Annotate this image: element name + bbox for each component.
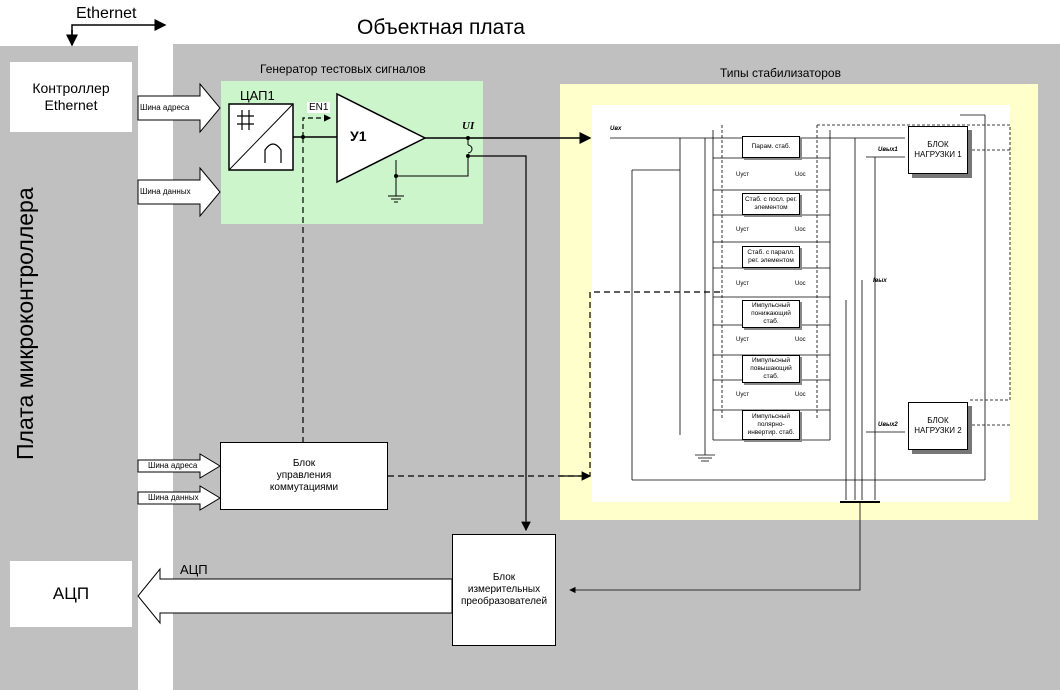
- bus-addr-bottom-arrow: [137, 453, 221, 479]
- bus-data-top-label: Шина данных: [140, 187, 191, 196]
- controller-ethernet-line2: Ethernet: [44, 97, 98, 113]
- u-fb-label-1: Uос: [795, 227, 806, 233]
- dac-label: ЦАП1: [240, 88, 275, 103]
- object-board-title: Объектная плата: [357, 16, 525, 39]
- u-set-label-2: Uуст: [736, 281, 750, 287]
- bus-addr-top-label: Шина адреса: [140, 103, 190, 112]
- bus-addr-bottom-label: Шина адреса: [148, 461, 198, 470]
- stab-item-0: Парам. стаб.: [742, 136, 800, 158]
- load1-line2: НАГРУЗКИ 1: [914, 150, 962, 159]
- u-set-label-1: Uуст: [736, 227, 750, 233]
- stab-item-4: Импульсный повышающий стаб.: [742, 355, 800, 383]
- u-fb-label-4: Uос: [795, 392, 806, 398]
- controller-ethernet-line1: Контроллер: [32, 80, 110, 96]
- stab-item-2: Стаб. с паралл. рег. элементом: [742, 246, 800, 268]
- switch-block-line3: коммутациями: [269, 482, 339, 493]
- amp-label: У1: [350, 128, 367, 144]
- load-block-1: БЛОК НАГРУЗКИ 1: [908, 126, 968, 174]
- u-set-label-3: Uуст: [736, 337, 750, 343]
- switch-block-line1: Блок: [292, 458, 316, 469]
- load2-line1: БЛОК: [927, 416, 949, 425]
- u-fb-label-0: Uос: [795, 172, 806, 178]
- u-fb-label-3: Uос: [795, 337, 806, 343]
- ethernet-arrow: [66, 19, 167, 47]
- en1-label: EN1: [307, 102, 331, 113]
- adc-box-label: АЦП: [52, 584, 90, 603]
- bus-data-bottom-label: Шина данных: [148, 493, 199, 502]
- switch-control-block: Блок управления коммутациями: [220, 442, 388, 510]
- u-set-label-0: Uуст: [736, 172, 750, 178]
- adc-output-arrow: [137, 567, 453, 625]
- u-fb-label-2: Uос: [795, 281, 806, 287]
- measure-block: Блок измерительных преобразователей: [452, 534, 556, 646]
- switch-block-line2: управления: [276, 470, 332, 481]
- generator-title: Генератор тестовых сигналов: [260, 62, 426, 76]
- measure-block-line1: Блок: [492, 572, 516, 583]
- measure-block-line2: измерительных: [467, 584, 541, 595]
- load2-line2: НАГРУЗКИ 2: [914, 426, 962, 435]
- stab-item-5: Импульсный полярно-инвертир. стаб.: [742, 410, 800, 440]
- load1-line1: БЛОК: [927, 140, 949, 149]
- u-out1-label: Uвых1: [878, 147, 898, 153]
- bus-data-top-arrow: [137, 166, 221, 218]
- bus-addr-top-arrow: [137, 82, 221, 134]
- stab-item-3: Импульсный понижающий стаб.: [742, 300, 800, 328]
- u-out2-label: Uвых2: [878, 422, 898, 428]
- adc-arrow-label: АЦП: [180, 562, 208, 577]
- measure-block-line3: преобразователей: [460, 596, 548, 607]
- adc-box: АЦП: [10, 561, 132, 627]
- ethernet-top-label: Ethernet: [76, 5, 137, 22]
- stab-item-1: Стаб. с посл. рег. элементом: [742, 193, 800, 215]
- load-block-2: БЛОК НАГРУЗКИ 2: [908, 402, 968, 450]
- controller-ethernet-box: Контроллер Ethernet: [10, 62, 132, 132]
- u-set-label-4: Uуст: [736, 392, 750, 398]
- u-in-label: Uвх: [610, 126, 622, 132]
- ui-label: UI: [462, 120, 475, 132]
- stabilizer-title: Типы стабилизаторов: [720, 66, 841, 80]
- bus-data-bottom-arrow: [137, 485, 221, 511]
- i-out-label: Iвых: [873, 278, 887, 284]
